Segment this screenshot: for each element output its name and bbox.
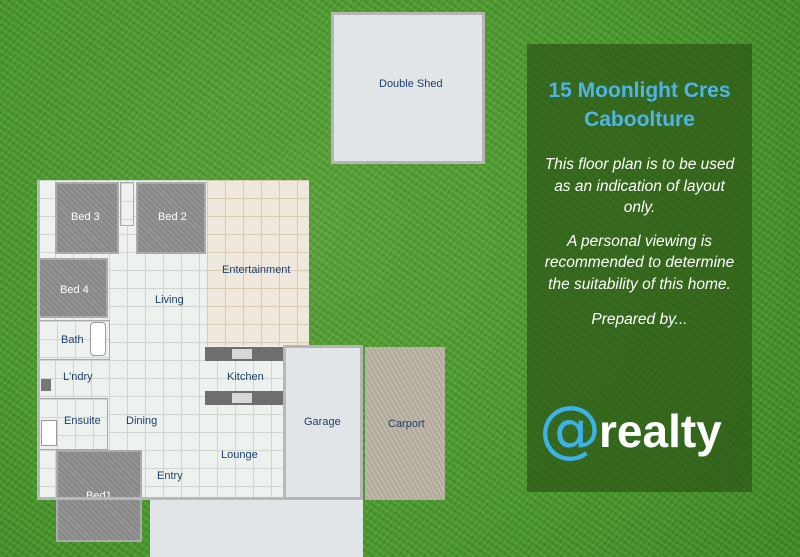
- label-bed4: Bed 4: [60, 284, 89, 296]
- bed4-room: [38, 258, 108, 318]
- label-garage: Garage: [304, 416, 341, 428]
- bathtub: [90, 322, 106, 356]
- label-entertainment: Entertainment: [222, 264, 291, 276]
- prepared-by-text: Prepared by...: [591, 311, 688, 328]
- laundry-tub: [41, 379, 51, 391]
- wall: [37, 497, 287, 500]
- robe: [120, 182, 134, 226]
- address-line1: 15 Moonlight Cres: [548, 79, 731, 102]
- label-double-shed: Double Shed: [379, 78, 443, 90]
- kitchen-cooktop: [232, 393, 252, 403]
- at-symbol-icon: @: [539, 392, 601, 465]
- entertainment-area: [207, 180, 309, 346]
- info-panel: 15 Moonlight Cres Caboolture This floor …: [527, 44, 752, 492]
- front-path: [150, 500, 284, 557]
- ensuite-shower: [41, 420, 57, 446]
- bed1-room: [56, 450, 142, 542]
- label-entry: Entry: [157, 470, 183, 482]
- bed2-room: [136, 182, 206, 254]
- label-bed3: Bed 3: [71, 211, 100, 223]
- label-dining: Dining: [126, 415, 158, 427]
- label-carport: Carport: [388, 418, 425, 430]
- label-kitchen: Kitchen: [227, 371, 264, 383]
- label-ensuite: Ensuite: [64, 415, 101, 427]
- wall: [37, 180, 40, 500]
- label-lounge: Lounge: [221, 449, 258, 461]
- property-address: 15 Moonlight Cres Caboolture: [527, 76, 752, 134]
- kitchen-sink: [232, 349, 252, 359]
- label-living: Living: [155, 294, 184, 306]
- label-bed2: Bed 2: [158, 211, 187, 223]
- realty-logo: @ realty: [539, 392, 744, 465]
- disclaimer-text-2: A personal viewing is recommended to det…: [544, 232, 735, 293]
- label-bed1: Bed1: [86, 490, 112, 502]
- double-shed: [331, 12, 485, 164]
- disclaimer-text-1: This floor plan is to be used as an indi…: [544, 156, 735, 216]
- address-line2: Caboolture: [584, 108, 695, 131]
- carport: [365, 347, 445, 500]
- label-laundry: L'ndry: [63, 371, 93, 383]
- bed3-room: [55, 182, 119, 254]
- wall: [283, 345, 286, 500]
- label-bath: Bath: [61, 334, 84, 346]
- brand-name: realty: [599, 405, 722, 457]
- driveway: [283, 500, 363, 557]
